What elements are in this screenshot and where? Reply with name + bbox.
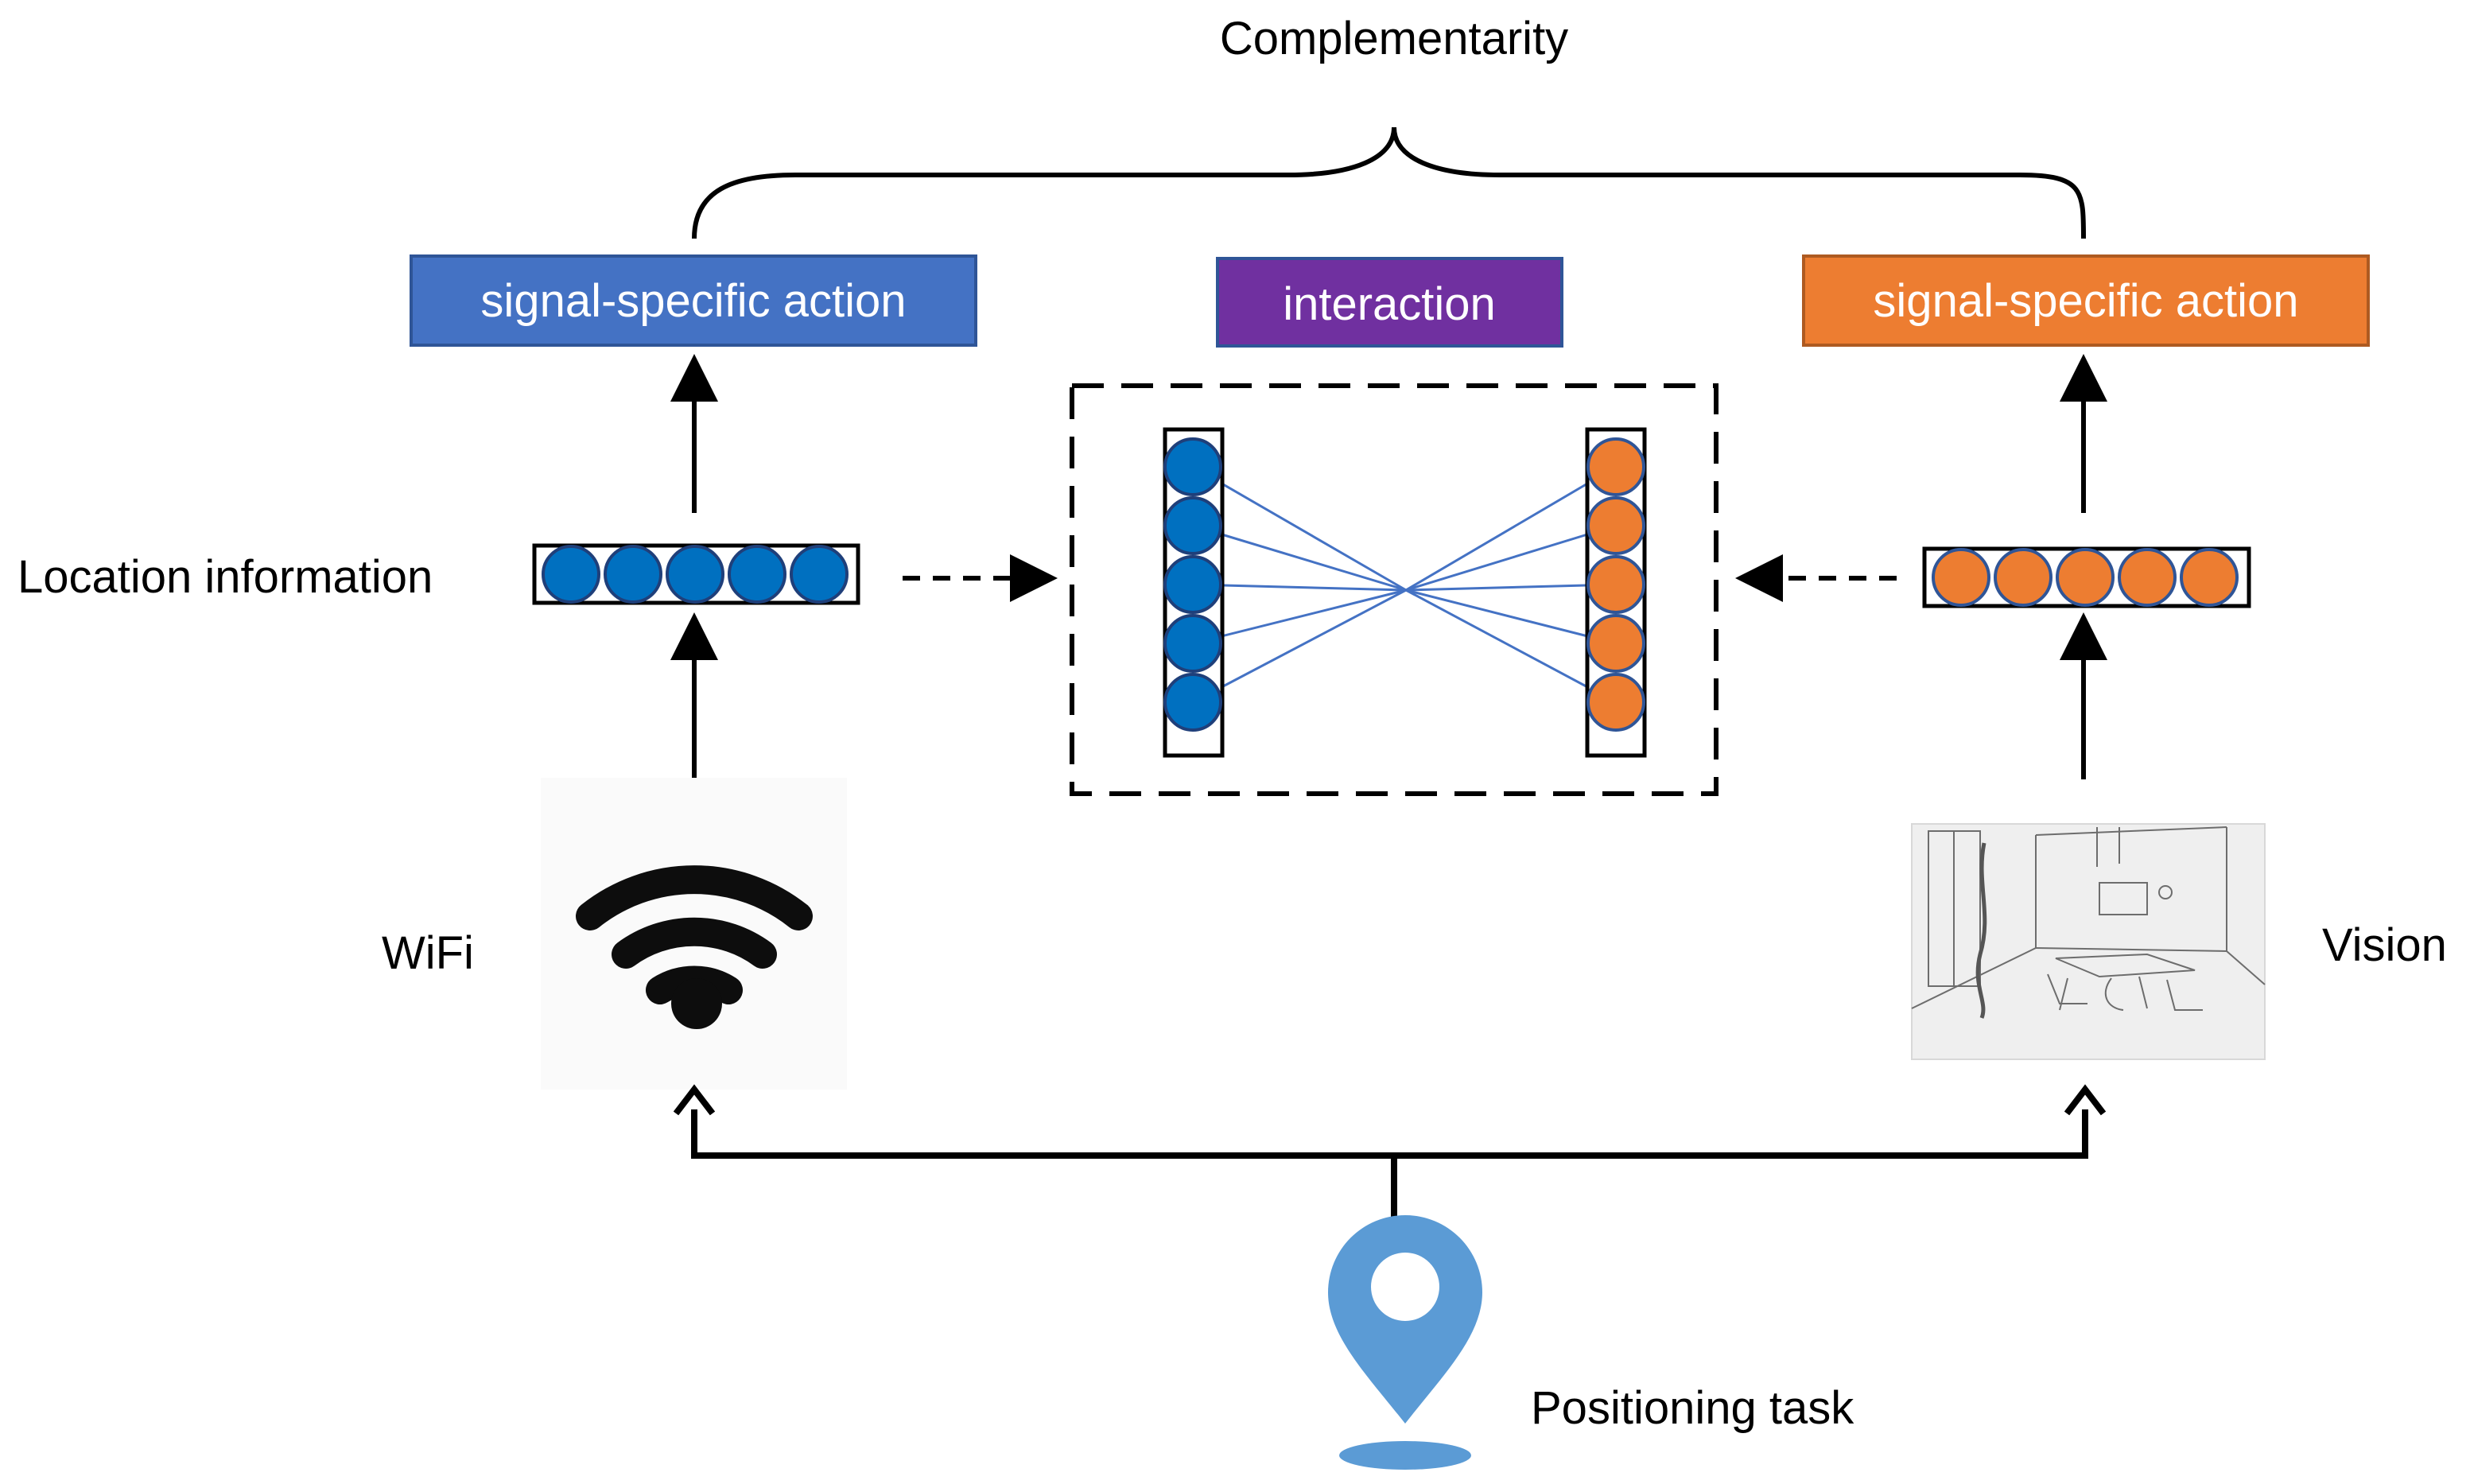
location-information-label: Location information (17, 551, 433, 603)
vision-node (1586, 673, 1645, 732)
interaction-label: interaction (1283, 278, 1496, 330)
vision-node (2056, 548, 2115, 607)
interaction-module (1070, 383, 1719, 796)
vision-node (1932, 548, 1990, 607)
positioning-task-label: Positioning task (1531, 1382, 1854, 1434)
wifi-node (604, 545, 662, 604)
task-branch-arrows (673, 1084, 2107, 1221)
left-action-label: signal-specific action (480, 275, 906, 327)
location-pin-icon (1328, 1215, 1482, 1470)
connection-line (1405, 465, 1617, 592)
connection-line (1192, 524, 1407, 592)
wifi-icon (541, 778, 847, 1090)
vision-feature-vector (1922, 546, 2251, 608)
wifi-label: WiFi (382, 927, 474, 979)
wifi-node (1163, 614, 1222, 673)
right-action-label: signal-specific action (1873, 275, 2298, 327)
left-signal-specific-action-box: signal-specific action (410, 254, 977, 347)
wifi-node (1163, 437, 1222, 496)
vision-node (1586, 437, 1645, 496)
wifi-node (1163, 673, 1222, 732)
complementarity-brace (692, 126, 2086, 239)
room-scene-image (1911, 823, 2266, 1060)
vision-node (1586, 614, 1645, 673)
interaction-connections (1192, 465, 1617, 704)
connection-line (1405, 524, 1617, 592)
wifi-node (1163, 555, 1222, 614)
wifi-node (790, 545, 849, 604)
connection-line (1405, 589, 1617, 704)
connection-line (1192, 465, 1407, 592)
connection-line (1405, 583, 1617, 592)
vision-node (1586, 496, 1645, 555)
vision-node (2118, 548, 2177, 607)
right-signal-specific-action-box: signal-specific action (1802, 254, 2370, 347)
wifi-node (542, 545, 600, 604)
connection-line (1192, 589, 1407, 645)
vision-node (2180, 548, 2239, 607)
connection-line (1405, 589, 1617, 645)
vision-label: Vision (2322, 919, 2447, 971)
vision-node (1586, 555, 1645, 614)
interaction-box: interaction (1216, 257, 1563, 348)
wifi-node (728, 545, 786, 604)
vision-node (1994, 548, 2053, 607)
title-complementarity: Complementarity (1220, 13, 1568, 64)
connection-line (1192, 583, 1407, 592)
wifi-node (1163, 496, 1222, 555)
connection-line (1192, 589, 1407, 704)
wifi-feature-vector (532, 543, 860, 605)
wifi-node (666, 545, 724, 604)
